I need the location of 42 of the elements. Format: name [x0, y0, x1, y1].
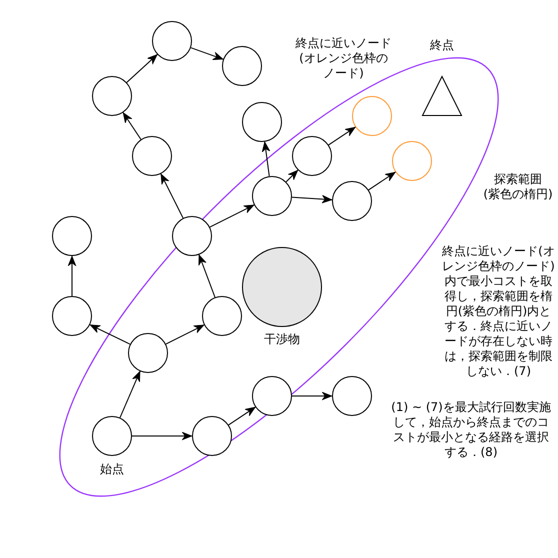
arrow — [165, 324, 205, 345]
near-goal-node-circle — [392, 141, 432, 181]
node-circle — [128, 333, 168, 373]
arrow — [126, 54, 158, 83]
arrow — [368, 172, 396, 190]
node-circle — [52, 216, 92, 256]
node-circle — [202, 296, 242, 336]
node-circle — [292, 136, 332, 176]
arrow — [120, 370, 140, 418]
arrow — [262, 141, 270, 177]
step-description: (1) ~ (7)を最大試行回数実施して，始点から終点までのコストが最小となる経路を選択する．(8) — [390, 400, 552, 460]
range-caption: 探索範囲(紫色の楕円) — [482, 172, 554, 202]
arrow — [286, 170, 298, 182]
arrow — [190, 47, 224, 60]
arrow — [328, 126, 356, 146]
node-circle — [92, 76, 132, 116]
node-circle — [332, 376, 372, 416]
node-circle — [252, 176, 292, 216]
arrow — [292, 194, 332, 204]
step-description: 終点に近いノード(オレンジ色枠のノード)内で最小コストを取得し，探索範囲を楕円(紫色の楕円)内とする．終点に近いノードが存在しない時は，探索範囲を制限しない．(7) — [441, 244, 556, 379]
obstacle-caption: 干渉物 — [263, 332, 301, 347]
node-circle — [52, 296, 92, 336]
node-circle — [222, 46, 262, 86]
arrow — [209, 204, 255, 228]
near-goal-node-circle — [352, 96, 392, 136]
goal-caption: 終点 — [429, 38, 455, 53]
node-circle — [242, 102, 282, 142]
node-circle — [332, 181, 372, 221]
start-caption: 始点 — [99, 462, 125, 477]
goal-triangle — [422, 76, 462, 116]
arrow — [228, 406, 256, 426]
arrow — [292, 392, 332, 400]
arrow — [68, 256, 76, 296]
arrow — [198, 254, 216, 298]
arrow — [160, 173, 184, 219]
arrow — [122, 112, 142, 140]
arrow — [132, 432, 192, 440]
node-circle — [132, 136, 172, 176]
annotation-text: 終点に近いノード(オレンジ色枠のノード) — [295, 36, 392, 81]
start-node-circle — [92, 416, 132, 456]
arrow — [90, 324, 130, 345]
node-circle — [152, 21, 192, 61]
